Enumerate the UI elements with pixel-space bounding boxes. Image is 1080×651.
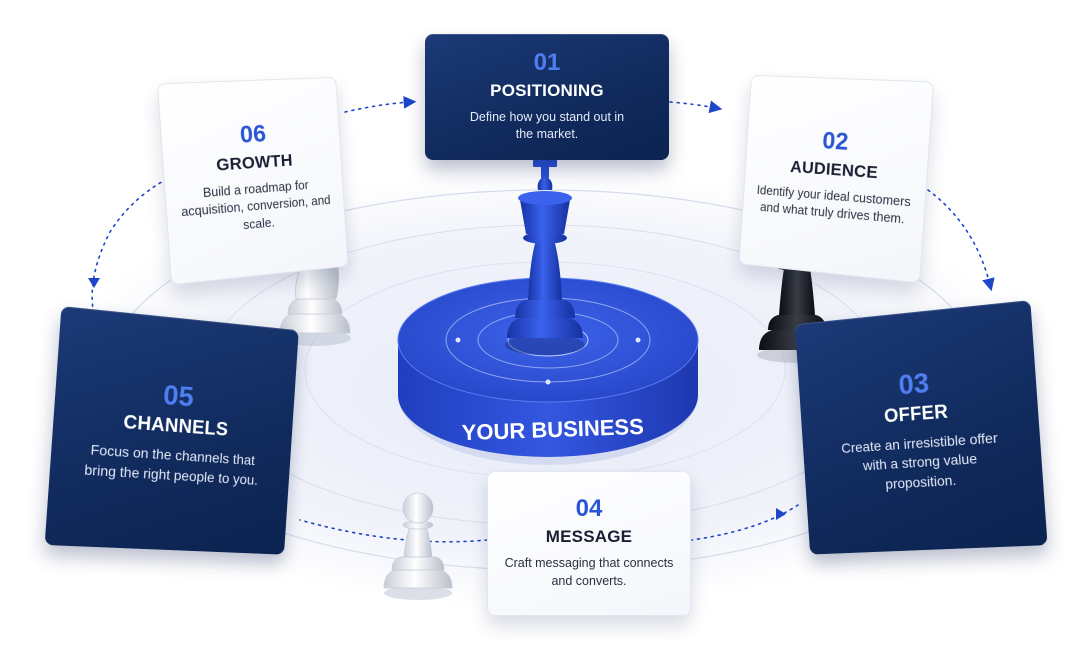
step-title: MESSAGE (545, 527, 633, 546)
step-description: Identify your ideal customers and what t… (756, 182, 912, 227)
arrow-05-to-06 (90, 179, 166, 328)
step-number: 04 (575, 495, 603, 522)
pawn-piece (383, 492, 453, 600)
step-title: GROWTH (215, 150, 294, 175)
step-card-message: 04 MESSAGE Craft messaging that connects… (487, 471, 691, 616)
step-number: 03 (897, 366, 931, 400)
cycle-arrows (90, 96, 995, 543)
step-number: 01 (533, 48, 561, 76)
step-card-growth: 06 GROWTH Build a roadmap for acquisitio… (156, 76, 349, 286)
arrow-06-to-01 (344, 96, 417, 113)
step-card-offer: 03 OFFER Create an irresistible offer wi… (794, 300, 1048, 555)
step-title: POSITIONING (490, 80, 604, 100)
step-description: Craft messaging that connects and conver… (504, 556, 674, 588)
arrow-head-to-04 (776, 508, 786, 520)
step-title: OFFER (883, 401, 949, 427)
arrow-head-to-05 (88, 278, 100, 288)
arrow-03-to-04 (691, 504, 799, 541)
step-number: 05 (162, 379, 195, 413)
step-description: Focus on the channels that bring the rig… (83, 441, 259, 488)
step-title: CHANNELS (122, 412, 229, 442)
step-description: Define how you stand out in the market. (469, 109, 625, 142)
center-podium: YOUR BUSINESS (397, 277, 699, 465)
step-title: AUDIENCE (789, 156, 879, 182)
arrow-04-to-05 (299, 519, 488, 543)
arrow-02-to-03 (927, 189, 995, 292)
step-card-positioning: 01 POSITIONING Define how you stand out … (425, 34, 669, 160)
step-description: Create an irresistible offer with a stro… (840, 428, 999, 492)
step-card-audience: 02 AUDIENCE Identify your ideal customer… (738, 74, 935, 284)
step-number: 02 (821, 126, 850, 156)
step-number: 06 (239, 120, 267, 149)
step-description: Build a roadmap for acquisition, convers… (180, 177, 331, 232)
arrow-01-to-02 (669, 100, 723, 114)
step-card-channels: 05 CHANNELS Focus on the channels that b… (44, 305, 299, 555)
